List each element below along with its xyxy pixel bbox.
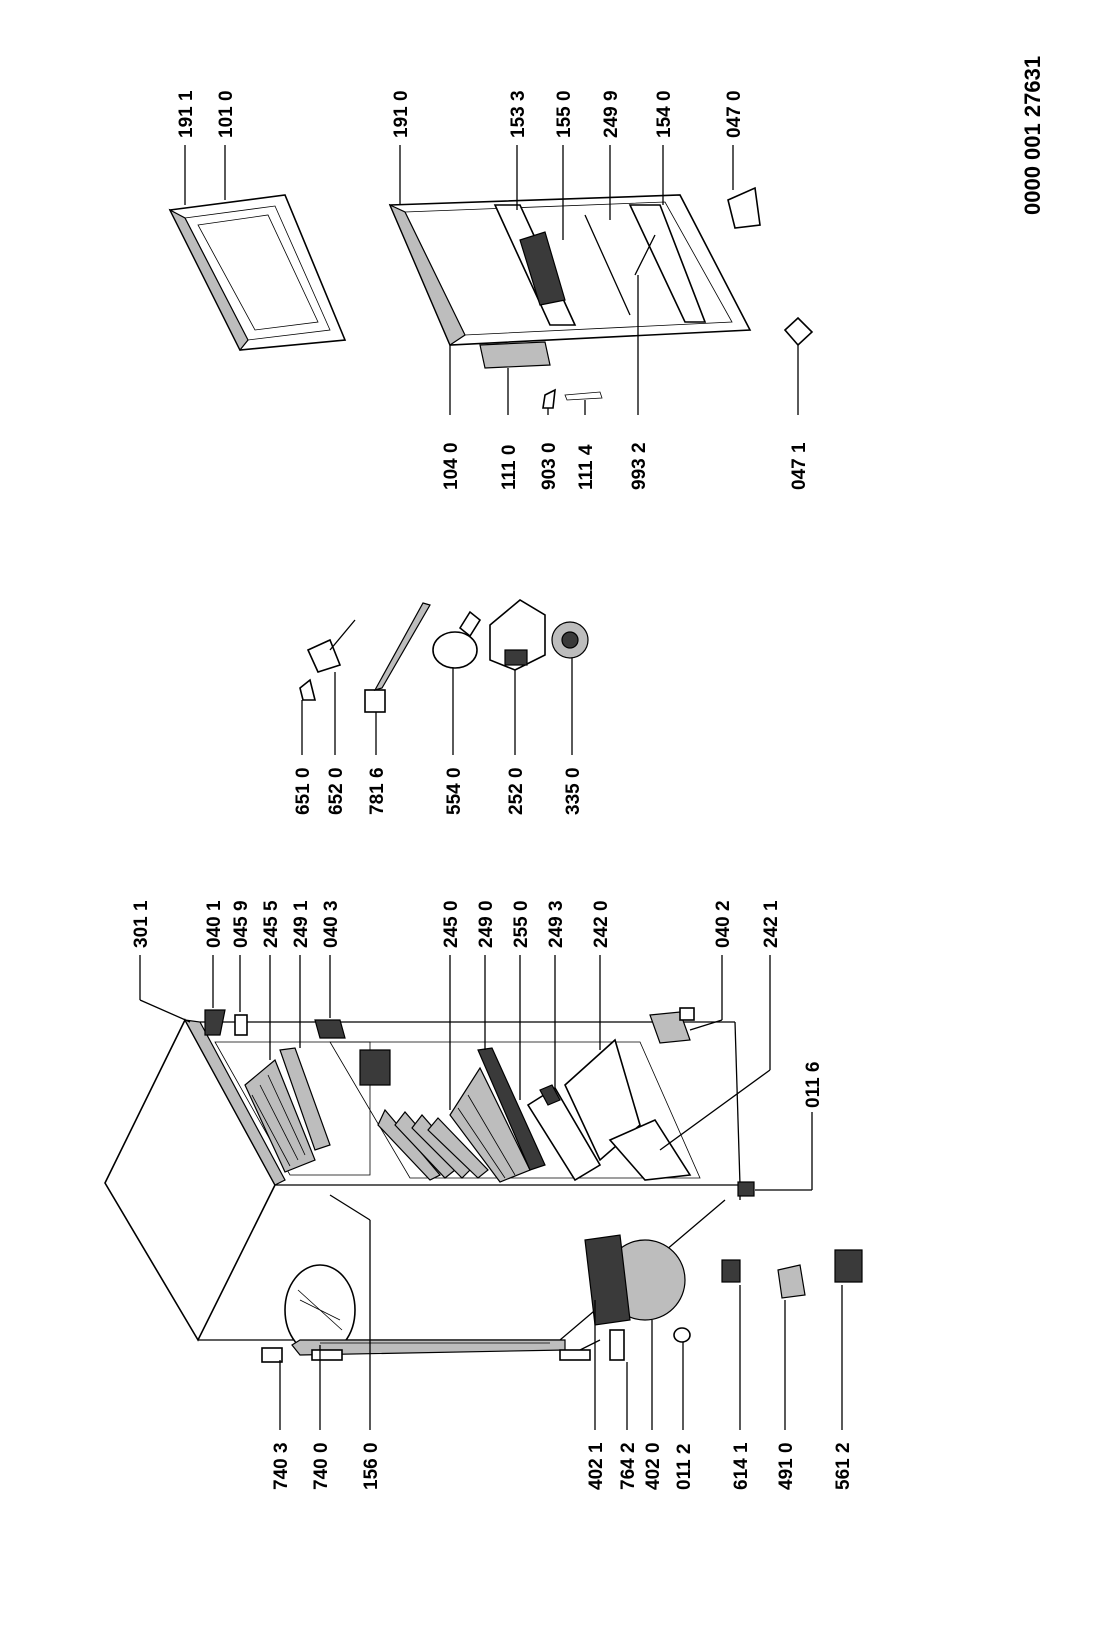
label-903-0: 903 0	[539, 442, 560, 490]
label-402-1: 402 1	[586, 1442, 607, 1490]
label-242-1: 242 1	[761, 900, 782, 948]
freezer-shelf	[244, 1059, 316, 1173]
part-111-4	[564, 391, 603, 401]
label-301-1: 301 1	[131, 900, 152, 948]
label-045-9: 045 9	[231, 900, 252, 948]
label-011-2: 011 2	[674, 1444, 695, 1491]
label-740-3: 740 3	[271, 1442, 292, 1490]
part-047-0	[727, 186, 761, 229]
label-764-2: 764 2	[618, 1442, 639, 1490]
label-040-1: 040 1	[204, 900, 225, 948]
labels: 740 3 740 0 156 0 402 1 764 2 402 0 011 …	[131, 56, 1045, 1490]
label-561-2: 561 2	[833, 1442, 854, 1490]
label-155-0: 155 0	[554, 90, 575, 138]
label-993-2: 993 2	[629, 442, 650, 490]
part-252-0	[489, 599, 546, 671]
label-101-0: 101 0	[216, 90, 237, 138]
label-191-0: 191 0	[391, 90, 412, 138]
label-781-6: 781 6	[367, 767, 388, 815]
label-040-2: 040 2	[713, 900, 734, 948]
label-402-0: 402 0	[643, 1442, 664, 1490]
label-491-0: 491 0	[776, 1442, 797, 1490]
egg-tray	[519, 231, 566, 306]
part-047-1	[783, 316, 814, 347]
label-614-1: 614 1	[731, 1442, 752, 1490]
freezer-door	[168, 194, 347, 352]
label-249-1: 249 1	[291, 900, 312, 948]
label-111-4: 111 4	[576, 444, 597, 490]
label-249-9: 249 9	[601, 90, 622, 138]
compressor	[579, 1234, 686, 1351]
part-781-6	[364, 689, 386, 713]
cabinet-assembly	[104, 1007, 863, 1363]
thermostat-parts	[299, 599, 589, 713]
label-554-0: 554 0	[444, 767, 465, 815]
door-leaders	[184, 145, 799, 415]
label-104-0: 104 0	[441, 442, 462, 490]
label-040-3: 040 3	[321, 900, 342, 948]
part-561-2	[834, 1249, 863, 1283]
label-245-5: 245 5	[261, 900, 282, 948]
label-154-0: 154 0	[654, 90, 675, 138]
document-number: 0000 001 27631	[1020, 56, 1045, 215]
label-651-0: 651 0	[293, 767, 314, 815]
part-554-0	[432, 631, 478, 669]
label-191-1: 191 1	[176, 90, 197, 138]
label-249-3: 249 3	[546, 900, 567, 948]
fridge-door	[388, 194, 752, 369]
label-740-0: 740 0	[311, 1442, 332, 1490]
label-252-0: 252 0	[506, 767, 527, 815]
label-652-0: 652 0	[326, 767, 347, 815]
door-small-parts	[542, 186, 814, 409]
part-040-1	[204, 1009, 226, 1036]
label-249-0: 249 0	[476, 900, 497, 948]
capillary-tube	[373, 602, 431, 691]
label-047-1: 047 1	[789, 442, 810, 490]
part-903-0	[542, 388, 556, 409]
part-651-0	[299, 678, 317, 701]
label-111-0: 111 0	[499, 445, 520, 490]
part-614-1	[721, 1259, 741, 1283]
label-255-0: 255 0	[511, 900, 532, 948]
part-045-9	[234, 1014, 248, 1036]
label-245-0: 245 0	[441, 900, 462, 948]
part-652-0	[306, 638, 342, 673]
label-156-0: 156 0	[361, 1442, 382, 1490]
rear-grille	[291, 1339, 566, 1356]
label-335-0: 335 0	[563, 767, 584, 815]
condenser-grill	[284, 1264, 356, 1356]
thermostat-leaders	[301, 658, 573, 755]
fridge-shelves	[377, 1038, 692, 1183]
part-011-2	[673, 1327, 691, 1343]
cabinet-leaders	[139, 955, 843, 1430]
label-011-6: 011 6	[803, 1062, 824, 1109]
door-handle	[479, 341, 551, 369]
label-242-0: 242 0	[591, 900, 612, 948]
label-047-0: 047 0	[724, 90, 745, 138]
part-491-0	[777, 1264, 806, 1299]
label-153-3: 153 3	[508, 90, 529, 138]
part-764-2	[609, 1329, 625, 1361]
